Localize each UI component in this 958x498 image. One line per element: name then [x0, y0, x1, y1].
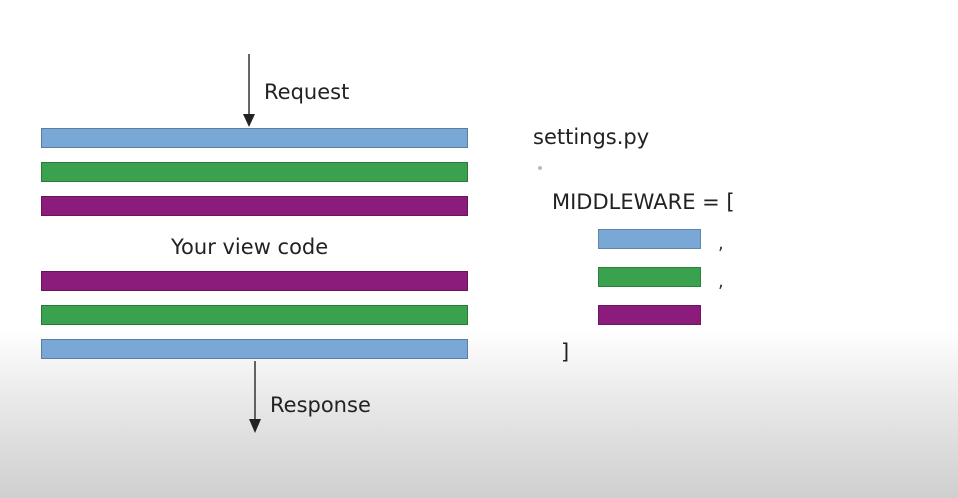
middleware-layer-response-3 [41, 339, 468, 359]
view-code-label: Your view code [171, 235, 329, 259]
middleware-entry-2 [598, 267, 701, 287]
middleware-entry-3 [598, 305, 701, 325]
settings-filename: settings.py [533, 125, 650, 149]
middleware-layer-request-2 [41, 162, 468, 182]
response-arrow [249, 361, 261, 433]
request-arrow [243, 54, 255, 127]
entry-1-separator: , [718, 233, 724, 254]
middleware-layer-response-1 [41, 271, 468, 291]
middleware-open: MIDDLEWARE = [ [552, 190, 735, 214]
middleware-close: ] [561, 340, 570, 364]
response-label: Response [270, 393, 371, 417]
entry-2-separator: , [718, 271, 724, 292]
middleware-layer-response-2 [41, 305, 468, 325]
middleware-layer-request-3 [41, 196, 468, 216]
request-label: Request [264, 80, 350, 104]
middleware-entry-1 [598, 229, 701, 249]
middleware-layer-request-1 [41, 128, 468, 148]
cursor-mark [538, 166, 542, 170]
